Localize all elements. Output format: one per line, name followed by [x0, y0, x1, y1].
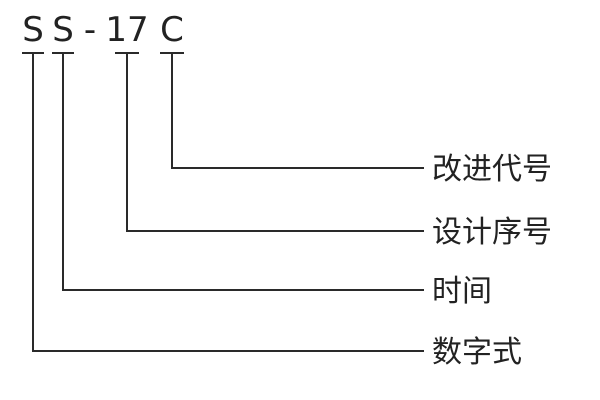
leader-lines: [32, 53, 424, 352]
label-digital-type: 数字式: [432, 335, 522, 370]
code-char-s2: S: [52, 10, 74, 50]
code-char-17: 17: [105, 10, 148, 50]
code-char-s1: S: [22, 10, 44, 50]
code-char-dash: -: [84, 10, 96, 50]
label-time: 时间: [432, 274, 492, 309]
model-code: S S - 17 C: [22, 10, 184, 50]
leader-digital-type: [32, 53, 424, 352]
labels: 改进代号 设计序号 时间 数字式: [432, 152, 552, 370]
leader-design-serial: [126, 53, 424, 232]
leader-improvement-code: [171, 53, 424, 169]
leader-time: [62, 53, 424, 291]
label-improvement-code: 改进代号: [432, 152, 552, 187]
label-design-serial: 设计序号: [432, 215, 552, 250]
code-char-c: C: [160, 10, 184, 50]
